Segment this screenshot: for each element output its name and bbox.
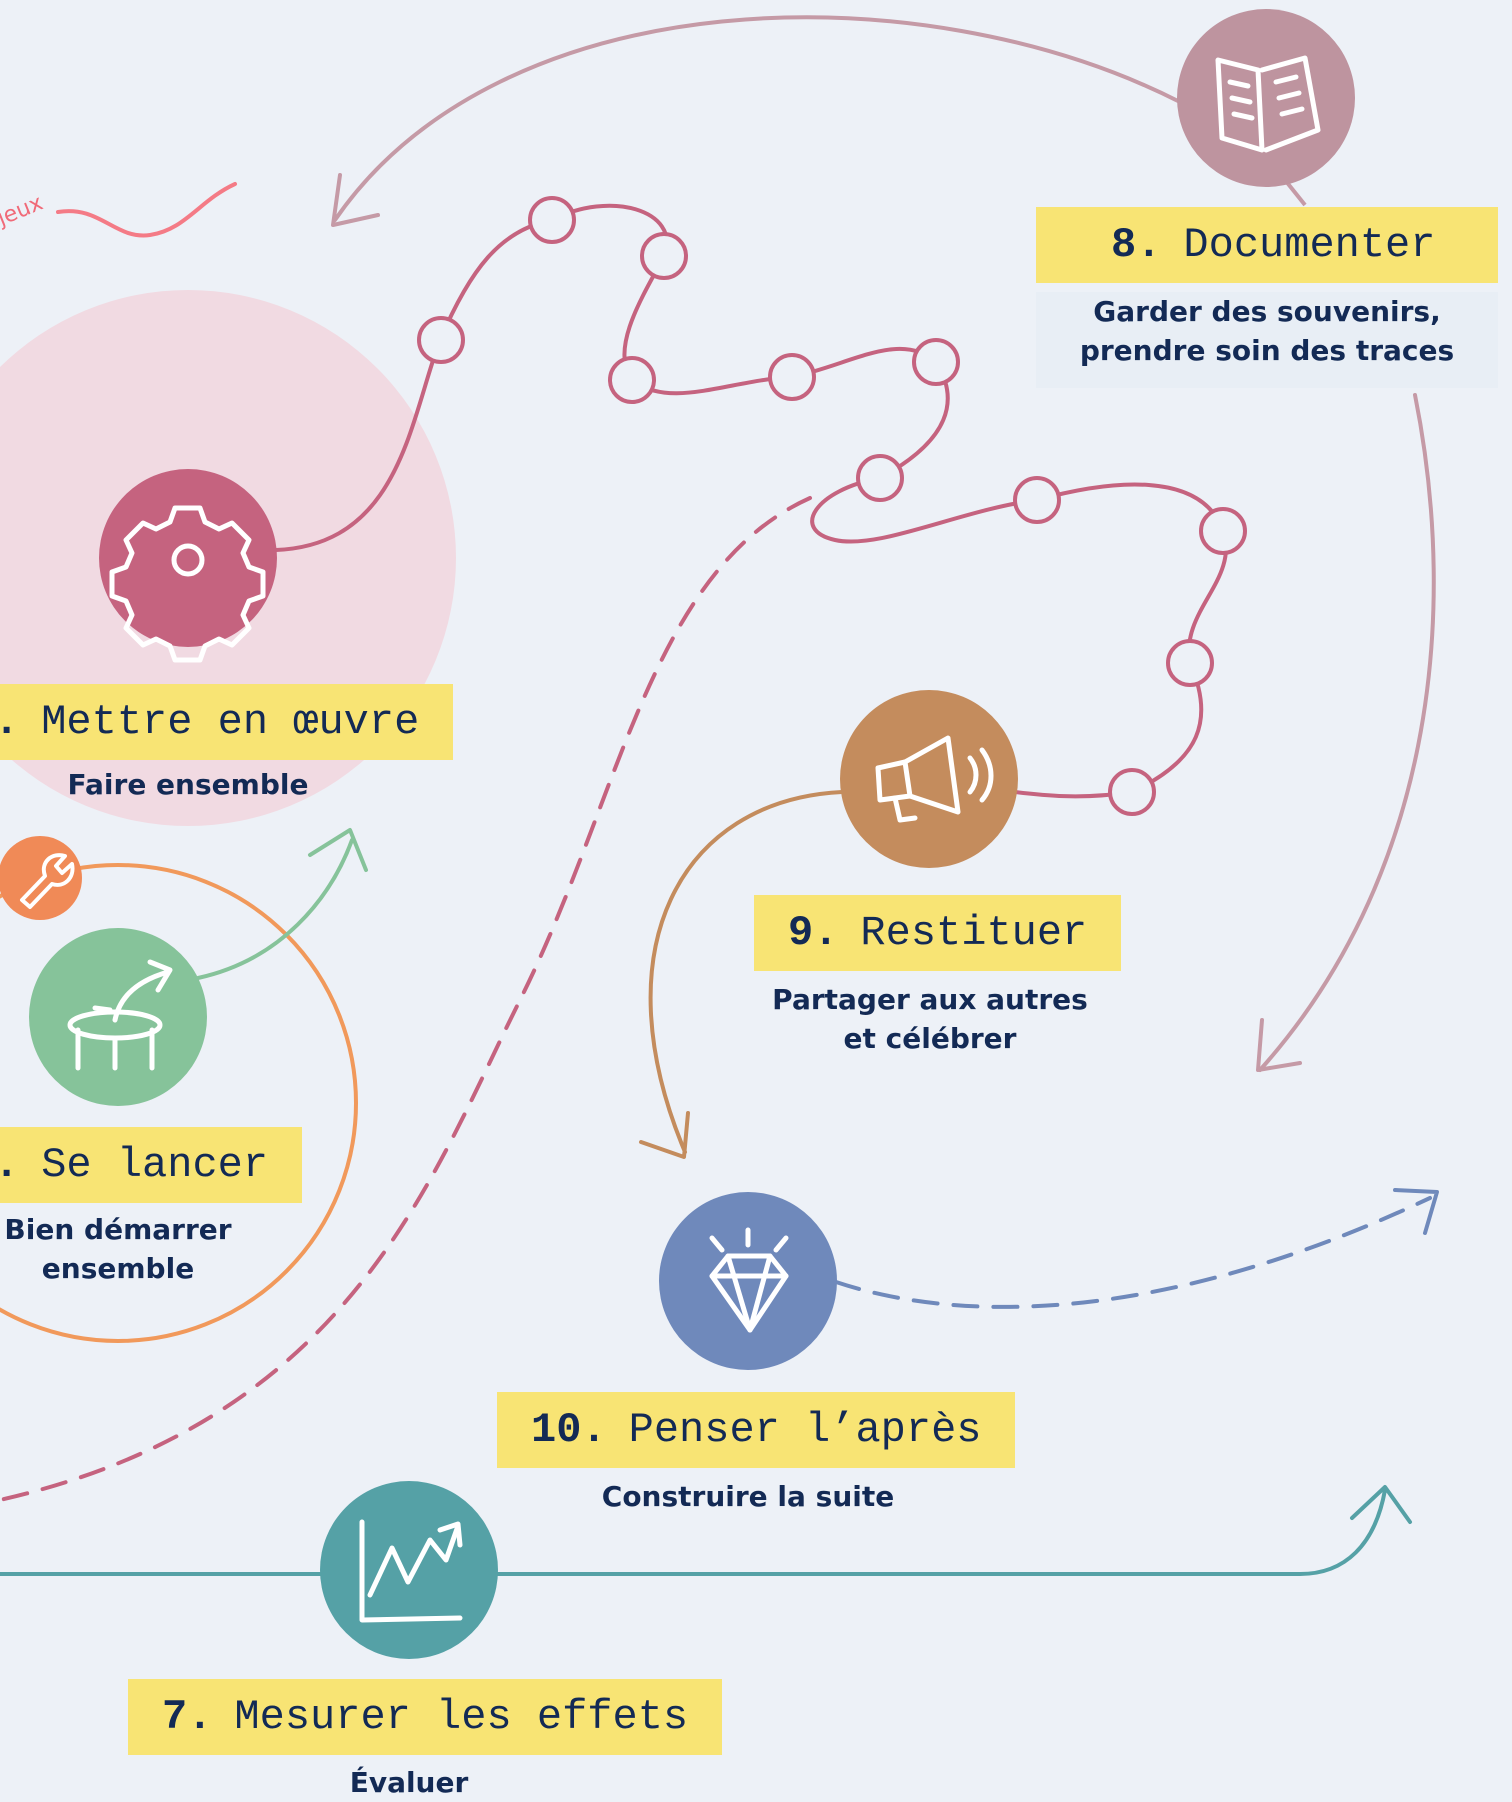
after-arrowhead [1393, 1188, 1439, 1235]
subtitle-line: Faire ensemble [67, 768, 309, 801]
step-title: Mesurer les effets [234, 1693, 689, 1741]
step-number: 10. [531, 1406, 607, 1454]
launch-ring [0, 863, 358, 1343]
step-label-implement[interactable]: . Mettre en œuvre [0, 684, 454, 760]
wave-decoration [56, 182, 237, 238]
launch-arrow [196, 838, 354, 980]
subtitle-line: Évaluer [349, 1766, 469, 1799]
subtitle-line: ensemble [41, 1252, 195, 1285]
step-subtitle-document: Garder des souvenirs, prendre soin des t… [1036, 292, 1498, 388]
document-node[interactable] [1177, 9, 1355, 187]
after-node[interactable] [659, 1192, 837, 1370]
diamond-icon [709, 1227, 789, 1333]
bead [912, 338, 960, 386]
document-down-arrow [1258, 393, 1436, 1072]
restitute-arrow [648, 790, 844, 1154]
measure-arrowhead [1350, 1485, 1412, 1524]
step-title: Restituer [860, 909, 1088, 957]
restitute-arrowhead [639, 1111, 690, 1159]
dashed-pink-path [0, 496, 812, 1502]
step-subtitle-restitute: Partager aux autres et célébrer [754, 980, 1106, 1058]
step-subtitle-after: Construire la suite [497, 1477, 999, 1516]
bead [768, 353, 816, 401]
bead [1166, 639, 1214, 687]
tool-badge[interactable] [0, 836, 82, 920]
trampoline-icon [67, 959, 173, 1071]
step-subtitle-launch: Bien démarrer ensemble [0, 1210, 236, 1288]
bead [640, 232, 688, 280]
megaphone-icon [875, 735, 994, 823]
step-label-measure[interactable]: 7. Mesurer les effets [128, 1679, 723, 1755]
step-label-after[interactable]: 10. Penser l’après [497, 1392, 1016, 1468]
document-down-arrowhead [1256, 1018, 1302, 1072]
subtitle-line: Partager aux autres [772, 983, 1088, 1016]
step-number: . [0, 698, 19, 746]
bead [528, 196, 576, 244]
step-label-restitute[interactable]: 9. Restituer [754, 895, 1122, 971]
bead [856, 454, 904, 502]
step-number: 8. [1111, 221, 1162, 269]
launch-node[interactable] [29, 928, 207, 1106]
step-label-document[interactable]: 8. Documenter [1036, 207, 1498, 283]
step-title: Penser l’après [628, 1406, 982, 1454]
step-title: Mettre en œuvre [41, 698, 420, 746]
subtitle-line: et célébrer [843, 1022, 1017, 1055]
chart-trend-icon [359, 1519, 463, 1623]
bead [608, 356, 656, 404]
step-number: 9. [788, 909, 839, 957]
measure-node[interactable] [320, 1481, 498, 1659]
bead [1013, 476, 1061, 524]
subtitle-line: Construire la suite [601, 1480, 895, 1513]
subtitle-line: Garder des souvenirs, [1093, 295, 1441, 328]
step-subtitle-implement: Faire ensemble [60, 765, 316, 804]
gear-icon [109, 505, 266, 663]
document-return-arrow [333, 15, 1182, 222]
subtitle-line: Bien démarrer [4, 1213, 232, 1246]
step-number: 7. [162, 1693, 213, 1741]
subtitle-line: prendre soin des traces [1079, 334, 1455, 367]
after-arrow [834, 1196, 1432, 1309]
document-connector [1283, 178, 1307, 207]
bead [417, 316, 465, 364]
measure-line [0, 1488, 1387, 1576]
step-title: Documenter [1183, 221, 1436, 269]
book-icon [1215, 55, 1321, 153]
path-beads [417, 196, 1247, 816]
step-number: . [0, 1141, 19, 1189]
step-title: Se lancer [41, 1141, 269, 1189]
restitute-node[interactable] [840, 690, 1018, 868]
bead [1199, 507, 1247, 555]
implement-node[interactable] [99, 469, 277, 663]
wrench-icon [20, 853, 75, 909]
bead [1108, 768, 1156, 816]
document-return-arrowhead [331, 173, 380, 227]
launch-arrowhead [308, 828, 368, 872]
step-subtitle-measure: Évaluer [128, 1763, 690, 1802]
step-label-launch[interactable]: . Se lancer [0, 1127, 303, 1203]
